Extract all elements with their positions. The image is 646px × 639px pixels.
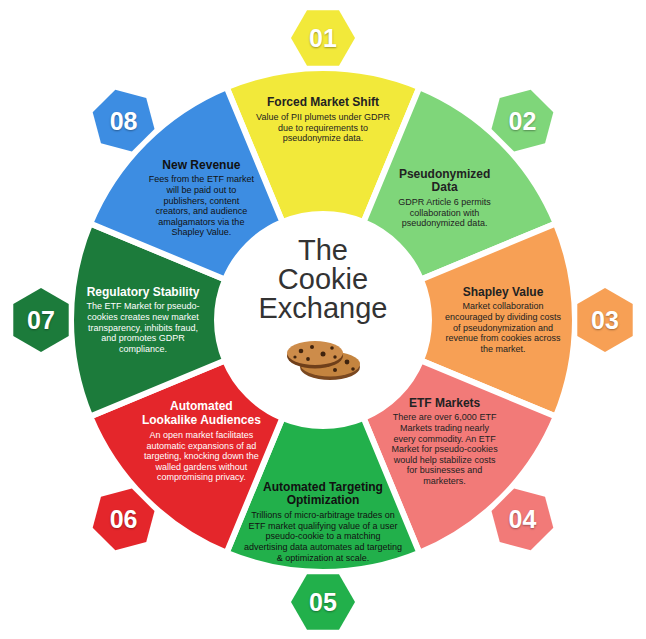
callout-number: 02 <box>508 108 536 133</box>
segment-body: There are over 6,000 ETF Markets trading… <box>390 412 500 486</box>
number-hexagon <box>291 574 355 629</box>
segment-body: An open market facilitates automatic exp… <box>141 430 261 483</box>
callout-number: 08 <box>110 108 138 133</box>
segment-body: Fees from the ETF market will be paid ou… <box>145 174 257 238</box>
segment-text: Automated Lookalike AudiencesAn open mar… <box>141 400 261 483</box>
segment-text: Automated Targeting OptimizationTrillion… <box>243 481 403 564</box>
segment-heading: New Revenue <box>145 159 257 173</box>
segment-text: Forced Market ShiftValue of PII plumets … <box>253 96 393 144</box>
callout-number: 03 <box>591 308 619 333</box>
segment-heading: Forced Market Shift <box>253 96 393 110</box>
segment-wedge <box>90 87 282 279</box>
segment-text: New RevenueFees from the ETF market will… <box>145 159 257 238</box>
segment-heading: Pseudonymized Data <box>389 168 501 196</box>
segment-heading: ETF Markets <box>390 397 500 411</box>
segment-text: ETF MarketsThere are over 6,000 ETF Mark… <box>390 397 500 487</box>
segment-body: Market collaboration encouraged by divid… <box>444 301 562 354</box>
callout-number: 01 <box>309 26 337 51</box>
callout-number: 06 <box>110 507 138 532</box>
callout-number: 05 <box>309 590 337 615</box>
number-hexagon <box>13 288 68 352</box>
number-hexagon <box>491 90 553 152</box>
segment-heading: Regulatory Stability <box>84 286 202 300</box>
number-hexagon <box>93 488 155 550</box>
number-hexagon <box>577 288 632 352</box>
segment-text: Pseudonymized DataGDPR Article 6 permits… <box>389 168 501 229</box>
cookie-illustration <box>283 334 363 384</box>
number-hexagon <box>93 90 155 152</box>
segment-heading: Automated Lookalike Audiences <box>141 400 261 428</box>
segment-body: The ETF Market for pseudo-cookies create… <box>84 301 202 354</box>
callout-number: 07 <box>27 308 55 333</box>
segment-body: Value of PII plumets under GDPR due to r… <box>253 112 393 144</box>
segment-body: GDPR Article 6 permits collaboration wit… <box>389 197 501 229</box>
segment-heading: Shapley Value <box>444 286 562 300</box>
number-hexagon <box>491 488 553 550</box>
segment-heading: Automated Targeting Optimization <box>243 481 403 509</box>
diagram-title: The Cookie Exchange <box>253 236 393 323</box>
callout-number: 04 <box>508 507 536 532</box>
number-hexagon <box>291 10 355 65</box>
segment-body: Trillions of micro-arbitrage trades on E… <box>243 510 403 563</box>
segment-text: Shapley ValueMarket collaboration encour… <box>444 286 562 355</box>
segment-text: Regulatory StabilityThe ETF Market for p… <box>84 286 202 355</box>
